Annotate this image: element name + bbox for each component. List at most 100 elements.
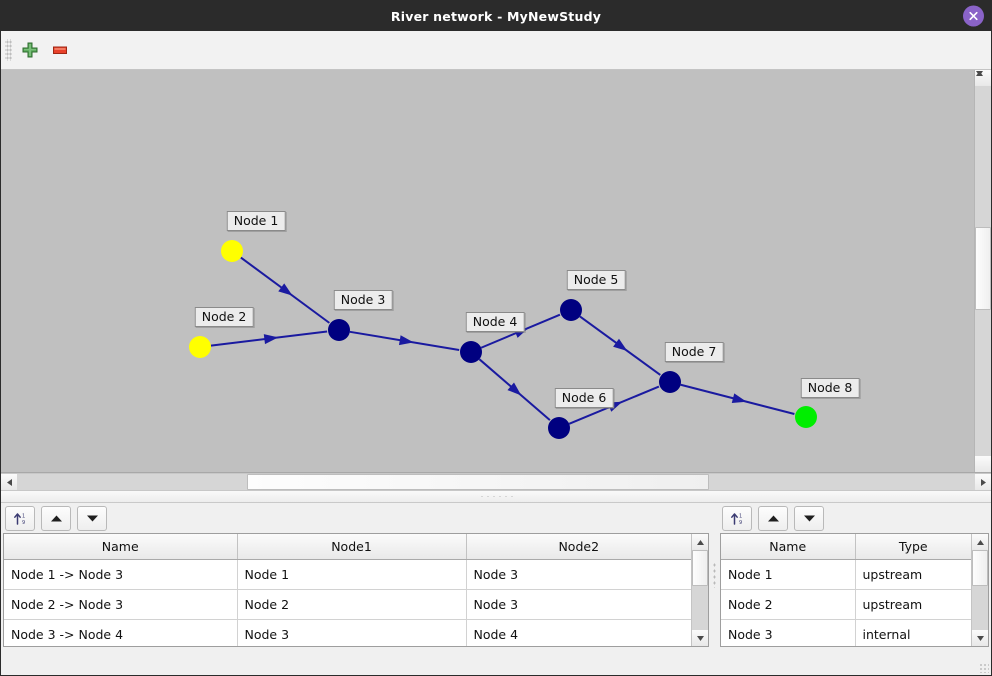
reach-node2-cell[interactable]: Node 3 (466, 559, 691, 590)
reaches-scroll-down-button[interactable] (692, 630, 708, 646)
nodes-col-name[interactable]: Name (721, 534, 856, 560)
reach-name-cell[interactable]: Node 1 -> Node 3 (4, 559, 238, 590)
move-down-icon (803, 515, 815, 521)
svg-text:9: 9 (22, 520, 25, 526)
reach-name-cell[interactable]: Node 3 -> Node 4 (4, 619, 238, 646)
title-bar: River network - MyNewStudy (1, 1, 991, 31)
diagram-hscroll-track[interactable] (17, 474, 975, 490)
network-diagram-canvas[interactable]: Node 1 Node 2 Node 3 Node 4 Node 5 Node 6 Node… (1, 70, 991, 473)
edge-arrow-icon (613, 338, 628, 351)
close-icon (969, 11, 978, 21)
node-name-cell[interactable]: Node 1 (721, 559, 856, 590)
graph-node-label[interactable]: Node 8 (800, 378, 860, 398)
network-graph (189, 240, 817, 439)
node-type-cell[interactable]: internal (855, 619, 971, 646)
chevron-up-icon (976, 539, 984, 545)
graph-node[interactable] (328, 319, 350, 341)
close-button[interactable] (963, 5, 984, 27)
chevron-down-icon (696, 635, 704, 641)
nodes-sort-button[interactable]: 1 9 (722, 505, 752, 531)
remove-node-button[interactable] (45, 35, 75, 65)
diagram-hscroll-thumb[interactable] (246, 474, 709, 490)
graph-node[interactable] (548, 417, 570, 439)
toolbar-grip[interactable] (5, 39, 12, 61)
node-name-cell[interactable]: Node 2 (721, 589, 856, 620)
node-name-cell[interactable]: Node 3 (721, 619, 856, 646)
chevron-right-icon (980, 478, 986, 486)
scroll-left-button[interactable] (1, 474, 17, 490)
edges-layer (210, 256, 795, 425)
graph-node[interactable] (221, 240, 243, 262)
nodes-vscroll-thumb[interactable] (972, 550, 988, 586)
graph-node-label[interactable]: Node 1 (226, 211, 286, 231)
reach-name-cell[interactable]: Node 2 -> Node 3 (4, 589, 238, 620)
reach-node1-cell[interactable]: Node 1 (237, 559, 467, 590)
reach-node1-cell[interactable]: Node 3 (237, 619, 467, 646)
window-resize-grip[interactable] (979, 663, 989, 673)
diagram-vscroll-thumb[interactable] (975, 226, 991, 310)
graph-node-label[interactable]: Node 3 (333, 290, 393, 310)
bottom-panels: 1 9 (1, 503, 991, 647)
main-toolbar (1, 31, 991, 70)
reaches-vscroll-thumb[interactable] (692, 550, 708, 586)
splitter-grip-icon (479, 495, 513, 498)
graph-node-label[interactable]: Node 4 (465, 312, 525, 332)
horizontal-splitter[interactable] (1, 491, 991, 503)
graph-node[interactable] (189, 336, 211, 358)
nodes-layer (189, 240, 817, 439)
node-type-cell[interactable]: upstream (855, 589, 971, 620)
chevron-up-icon (696, 539, 704, 545)
vertical-splitter-grip-icon (713, 562, 716, 588)
reaches-header-row: Name Node1 Node2 (4, 534, 691, 560)
chevron-left-icon (6, 478, 12, 486)
reaches-vscroll-track[interactable] (692, 550, 708, 630)
graph-node-label[interactable]: Node 5 (566, 270, 626, 290)
reaches-col-node1[interactable]: Node1 (237, 534, 467, 560)
reaches-sort-button[interactable]: 1 9 (5, 505, 35, 531)
nodes-vscroll-track[interactable] (972, 550, 988, 630)
vertical-splitter[interactable] (711, 503, 718, 647)
nodes-vertical-scrollbar[interactable] (971, 534, 988, 646)
scroll-right-button[interactable] (975, 474, 991, 490)
graph-node[interactable] (795, 406, 817, 428)
reach-node2-cell[interactable]: Node 3 (466, 589, 691, 620)
graph-node-label[interactable]: Node 7 (664, 342, 724, 362)
nodes-move-down-button[interactable] (794, 505, 824, 531)
nodes-move-up-button[interactable] (758, 505, 788, 531)
nodes-col-type[interactable]: Type (855, 534, 971, 560)
diagram-horizontal-scrollbar[interactable] (1, 473, 991, 491)
reach-node1-cell[interactable]: Node 2 (237, 589, 467, 620)
add-node-button[interactable] (15, 35, 45, 65)
reaches-vertical-scrollbar[interactable] (691, 534, 708, 646)
reaches-move-up-button[interactable] (41, 505, 71, 531)
diagram-vertical-scrollbar[interactable] (974, 70, 991, 472)
diagram-vscroll-track[interactable] (975, 86, 991, 456)
reaches-col-name[interactable]: Name (4, 534, 238, 560)
reaches-scroll-up-button[interactable] (692, 534, 708, 550)
reaches-col-node2[interactable]: Node2 (466, 534, 691, 560)
graph-node-label[interactable]: Node 6 (554, 388, 614, 408)
graph-node[interactable] (659, 371, 681, 393)
graph-node[interactable] (560, 299, 582, 321)
edge-arrow-icon (398, 335, 414, 346)
nodes-scroll-down-button[interactable] (972, 630, 988, 646)
reaches-move-down-button[interactable] (77, 505, 107, 531)
nodes-scroll-up-button[interactable] (972, 534, 988, 550)
graph-node[interactable] (460, 341, 482, 363)
node-type-cell[interactable]: upstream (855, 559, 971, 590)
scroll-down-button[interactable] (975, 71, 991, 472)
reach-node2-cell[interactable]: Node 4 (466, 619, 691, 646)
window-title: River network - MyNewStudy (390, 8, 602, 24)
graph-node-label[interactable]: Node 2 (194, 307, 254, 327)
